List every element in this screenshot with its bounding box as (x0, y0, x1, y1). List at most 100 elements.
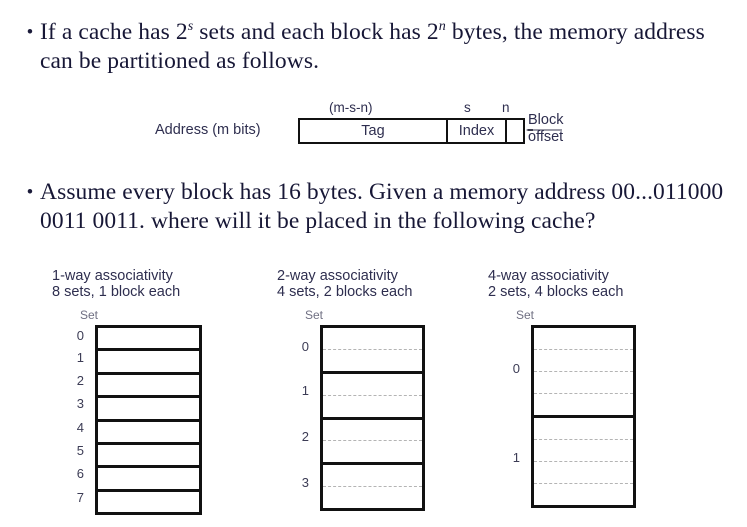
cache-four-way-title: 4-way associativity 2 sets, 4 blocks eac… (488, 268, 698, 300)
cache-set-two-way-0 (323, 328, 422, 371)
index-bits-caption: s (464, 100, 471, 115)
bullet-1-part-3: bytes, the memory address can be partiti… (40, 19, 705, 74)
cache-one-way-title: 1-way associativity 8 sets, 1 block each (52, 268, 252, 300)
cache-two-way-body: 0 1 2 3 (277, 325, 477, 513)
cache-two-way-title: 2-way associativity 4 sets, 2 blocks eac… (277, 268, 477, 300)
address-field-tag: Tag (300, 120, 448, 142)
cache-four-way-title-line1: 4-way associativity (488, 268, 609, 284)
cache-block (323, 348, 422, 371)
cache-block (534, 461, 633, 483)
cache-block (98, 468, 199, 488)
cache-two-way-set-word: Set (305, 308, 324, 322)
cache-block (98, 422, 199, 442)
cache-block (534, 418, 633, 439)
cache-one-way-title-line1: 1-way associativity (52, 268, 173, 284)
cache-block (98, 445, 199, 465)
address-field-block-offset (507, 120, 522, 142)
address-field-index: Index (448, 120, 507, 142)
cache-four-way-title-line2: 2 sets, 4 blocks each (488, 284, 624, 300)
cache-set-one-way-3 (98, 395, 199, 418)
exponent-n: n (438, 18, 446, 35)
cache-set-two-way-3 (323, 462, 422, 508)
cache-set-two-way-1 (323, 370, 422, 417)
cache-block (534, 393, 633, 415)
cache-block (534, 328, 633, 349)
set-label-one-way-2: 2 (76, 372, 84, 388)
set-label-four-way-1: 1 (512, 449, 520, 465)
cache-one-way-set-labels: 0 1 2 3 4 5 6 7 (52, 325, 88, 509)
bullet-2-text: Assume every block has 16 bytes. Given a… (40, 179, 724, 234)
cache-block (98, 351, 199, 371)
cache-block (323, 440, 422, 462)
cache-set-one-way-4 (98, 418, 199, 442)
set-label-two-way-3: 3 (301, 474, 309, 490)
cache-set-one-way-6 (98, 465, 199, 488)
block-offset-callout: Block offset (528, 112, 618, 146)
address-label: Address (m bits) (155, 122, 261, 138)
cache-set-one-way-0 (98, 328, 199, 348)
block-offset-line-2: offset (528, 129, 564, 145)
bullet-1-text: If a cache has 2s sets and each block ha… (40, 18, 722, 76)
cache-one-way-body: 0 1 2 3 4 5 6 7 (52, 325, 252, 517)
cache-block (534, 483, 633, 505)
cache-one-way-set-word: Set (80, 308, 99, 322)
cache-block (323, 486, 422, 508)
cache-two-way-title-line1: 2-way associativity (277, 268, 398, 284)
set-label-two-way-2: 2 (301, 428, 309, 444)
cache-block (323, 420, 422, 441)
arrow-icon (526, 129, 562, 131)
cache-set-four-way-0 (534, 328, 633, 415)
cache-set-two-way-2 (323, 416, 422, 463)
block-offset-line-1: Block (528, 112, 564, 128)
address-bar: Tag Index (298, 118, 525, 144)
cache-block (98, 492, 199, 512)
cache-set-four-way-1 (534, 415, 633, 505)
set-label-four-way-0: 0 (512, 361, 520, 376)
cache-two-way-set-labels: 0 1 2 3 (277, 325, 313, 505)
cache-block (323, 465, 422, 486)
cache-block (98, 328, 199, 348)
cache-block (534, 371, 633, 393)
bullet-item-2: • Assume every block has 16 bytes. Given… (22, 178, 728, 236)
set-label-two-way-0: 0 (301, 338, 309, 354)
bullet-1-part-1: If a cache has 2 (40, 19, 188, 45)
cache-diagram-two-way: 2-way associativity 4 sets, 2 blocks eac… (277, 268, 477, 513)
bullet-1-part-2: sets and each block has 2 (193, 19, 439, 45)
cache-two-way-sets (320, 325, 425, 511)
set-label-one-way-4: 4 (76, 419, 84, 435)
cache-four-way-set-word: Set (516, 308, 535, 322)
cache-one-way-sets (95, 325, 202, 515)
cache-diagram-four-way: 4-way associativity 2 sets, 4 blocks eac… (488, 268, 698, 510)
cache-set-one-way-5 (98, 441, 199, 465)
cache-block (98, 398, 199, 418)
cache-diagram-one-way: 1-way associativity 8 sets, 1 block each… (52, 268, 252, 517)
tag-bits-caption: (m-s-n) (329, 100, 373, 115)
set-label-one-way-6: 6 (76, 466, 84, 482)
cache-two-way-title-line2: 4 sets, 2 blocks each (277, 284, 413, 300)
set-label-one-way-3: 3 (76, 396, 84, 412)
bullet-item-1: • If a cache has 2s sets and each block … (22, 18, 722, 76)
cache-block (98, 375, 199, 395)
set-label-one-way-5: 5 (76, 443, 84, 459)
cache-block (323, 394, 422, 417)
cache-block (534, 349, 633, 371)
set-label-one-way-7: 7 (76, 489, 84, 505)
address-partition-diagram: Address (m bits) (m-s-n) s n Tag Index B… (155, 100, 615, 162)
set-label-two-way-1: 1 (301, 383, 309, 399)
exponent-s: s (187, 18, 194, 35)
cache-set-one-way-7 (98, 488, 199, 512)
set-label-one-way-0: 0 (76, 327, 84, 343)
cache-one-way-title-line2: 8 sets, 1 block each (52, 284, 181, 300)
cache-block (534, 439, 633, 461)
set-label-one-way-1: 1 (76, 349, 84, 365)
cache-four-way-sets (531, 325, 636, 508)
cache-block (323, 328, 422, 349)
cache-block (323, 374, 422, 395)
bullet-marker: • (26, 182, 34, 203)
cache-set-one-way-1 (98, 348, 199, 371)
bullet-marker: • (26, 22, 34, 43)
offset-bits-caption: n (502, 100, 510, 115)
cache-set-one-way-2 (98, 371, 199, 395)
